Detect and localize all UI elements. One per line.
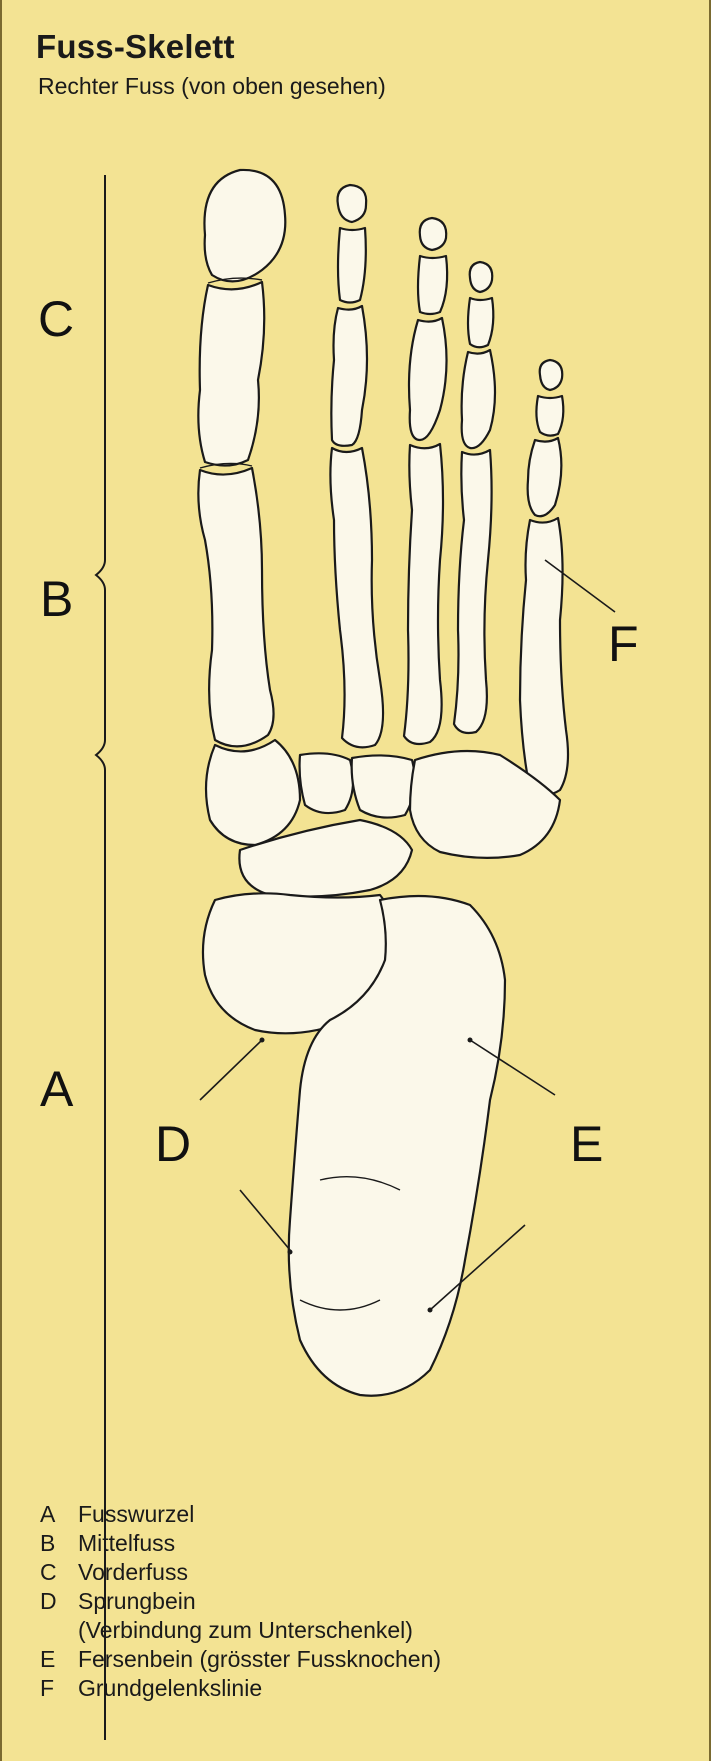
legend-item: B Mittelfuss — [40, 1529, 680, 1558]
legend-text: Fersenbein (grösster Fussknochen) — [78, 1645, 680, 1674]
toe5-middle — [536, 396, 563, 436]
legend-text: Vorderfuss — [78, 1558, 680, 1587]
toe3-distal — [420, 218, 446, 250]
toe4-middle — [468, 298, 493, 347]
label-a: A — [40, 1060, 73, 1118]
toe2-middle — [338, 228, 366, 303]
metatarsal-2 — [330, 448, 383, 747]
metatarsal-5 — [520, 518, 568, 795]
legend-item: D Sprungbein — [40, 1587, 680, 1616]
bracket-b — [96, 590, 105, 770]
label-f: F — [608, 615, 639, 673]
legend-continuation: (Verbindung zum Unterschenkel) — [40, 1616, 680, 1645]
lateral-cuneiform — [352, 755, 415, 817]
legend-key: E — [40, 1645, 78, 1674]
toe4-proximal — [462, 350, 495, 448]
legend-key: C — [40, 1558, 78, 1587]
toe4-distal — [470, 262, 493, 292]
legend-key: D — [40, 1587, 78, 1616]
legend-key: F — [40, 1674, 78, 1703]
legend-item: F Grundgelenkslinie — [40, 1674, 680, 1703]
intermediate-cuneiform — [300, 753, 353, 813]
bracket-c — [96, 175, 105, 590]
legend-key: B — [40, 1529, 78, 1558]
legend-text: Fusswurzel — [78, 1500, 680, 1529]
metatarsal-4 — [454, 450, 492, 733]
label-b: B — [40, 570, 73, 628]
leader-d-1 — [200, 1040, 262, 1100]
legend-item: A Fusswurzel — [40, 1500, 680, 1529]
hallux-proximal-phalanx — [198, 282, 264, 466]
legend: A Fusswurzel B Mittelfuss C Vorderfuss D… — [40, 1500, 680, 1703]
legend-text: Sprungbein — [78, 1587, 680, 1616]
label-d: D — [155, 1115, 191, 1173]
metatarsal-1 — [198, 468, 273, 746]
toe2-distal — [338, 185, 367, 222]
medial-cuneiform — [206, 740, 300, 845]
toe5-proximal — [528, 438, 562, 516]
legend-text: Grundgelenkslinie — [78, 1674, 680, 1703]
legend-item: E Fersenbein (grösster Fussknochen) — [40, 1645, 680, 1674]
legend-item: C Vorderfuss — [40, 1558, 680, 1587]
leader-d-2 — [240, 1190, 290, 1250]
metatarsal-3 — [404, 444, 443, 744]
legend-text: Mittelfuss — [78, 1529, 680, 1558]
toe2-proximal — [331, 306, 367, 446]
toe3-middle — [418, 256, 447, 314]
toe5-distal — [540, 360, 563, 390]
label-e: E — [570, 1115, 603, 1173]
hallux-distal-phalanx — [204, 170, 285, 282]
toe3-proximal — [409, 318, 447, 440]
legend-key: A — [40, 1500, 78, 1529]
label-c: C — [38, 290, 74, 348]
